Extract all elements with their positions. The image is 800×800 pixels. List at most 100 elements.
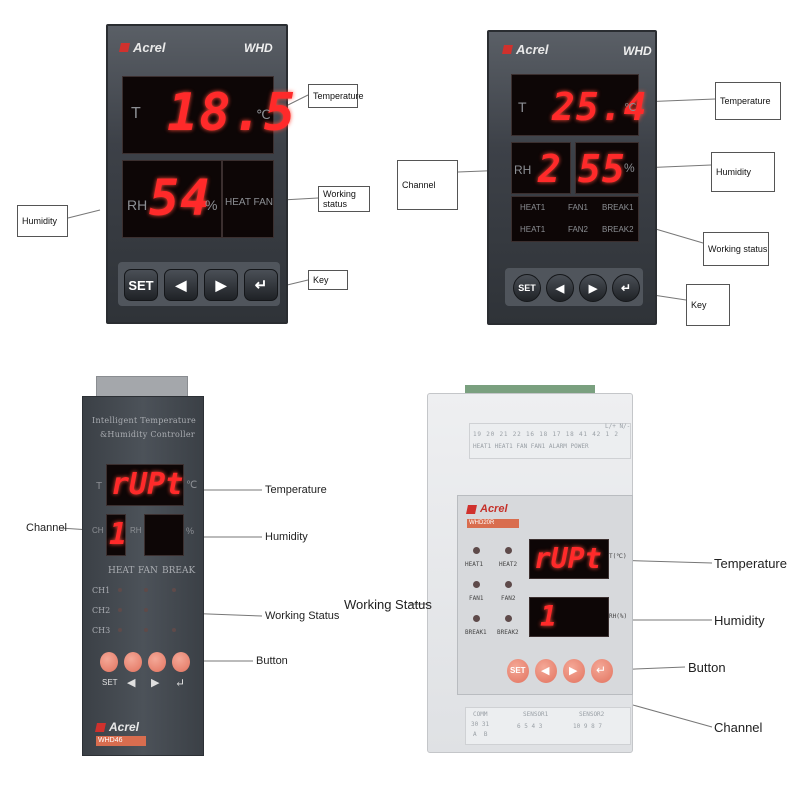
right-arrow-icon: ▶	[151, 676, 160, 689]
rh-unit: %	[205, 197, 218, 213]
model-tag: WHD20R	[467, 519, 519, 528]
enter-icon: ↵	[175, 676, 186, 690]
status-heat1: HEAT1	[520, 203, 546, 212]
label-button-4: Button	[688, 660, 726, 675]
channel-screen: 1	[106, 514, 129, 556]
enter-icon: ↵	[596, 663, 607, 677]
callout-temperature-2: Temperature	[715, 82, 781, 120]
right-arrow-button[interactable]	[148, 652, 166, 672]
right-arrow-button[interactable]	[563, 659, 585, 683]
humidity-screen: RH 54 %	[122, 160, 222, 238]
enter-key[interactable]: ↵	[612, 274, 640, 302]
humidity-value: 55	[578, 147, 626, 191]
comm-letters: A B	[473, 731, 488, 738]
channel-screen: 1	[529, 597, 609, 637]
temp-letter: T	[96, 481, 103, 492]
acrel-logo-icon	[95, 722, 106, 732]
temperature-value: 25.4	[552, 85, 648, 129]
label-temperature-3: Temperature	[265, 484, 327, 496]
temperature-value: 18.5	[167, 83, 297, 143]
enter-button[interactable]	[591, 659, 613, 683]
label-channel-3: Channel	[26, 522, 67, 534]
indicator-heat1	[473, 547, 480, 554]
controller-panel-3: Intelligent Temperature &Humidity Contro…	[82, 376, 204, 756]
status-header-fan: FAN	[138, 566, 158, 576]
label-button-3: Button	[256, 655, 288, 667]
left-arrow-button[interactable]	[535, 659, 557, 683]
indicator-led	[172, 588, 176, 592]
callout-humidity-1: Humidity	[17, 205, 68, 237]
callout-humidity-2: Humidity	[711, 152, 775, 192]
rh-unit: %	[624, 161, 635, 175]
indicator-led	[172, 628, 176, 632]
left-arrow-key[interactable]: ◀	[164, 269, 198, 301]
temp-letter: T	[518, 99, 527, 115]
temp-unit: ℃	[256, 107, 271, 122]
top-terminal-labels: HEAT1 HEAT1 FAN FAN1 ALARM POWER	[473, 443, 589, 450]
channel-value: 1	[109, 517, 129, 552]
row-ch3: CH3	[92, 626, 111, 635]
set-button[interactable]	[100, 652, 118, 672]
indicator-heat2	[505, 547, 512, 554]
channel-value: 1	[540, 600, 558, 633]
row-ch2: CH2	[92, 606, 111, 615]
left-arrow-button[interactable]	[124, 652, 142, 672]
humidity-screen	[144, 514, 184, 556]
callout-key-1: Key	[308, 270, 348, 290]
working-status-text: HEAT FAN	[225, 197, 273, 208]
temp-unit: T(℃)	[609, 553, 627, 560]
comm-label: COMM	[473, 711, 488, 718]
rh-letter: RH	[127, 197, 148, 213]
set-button[interactable]	[507, 659, 529, 683]
callout-channel-2: Channel	[397, 160, 458, 210]
status-break2: BREAK2	[602, 225, 634, 234]
left-arrow-key[interactable]: ◀	[546, 274, 574, 302]
enter-button[interactable]	[172, 652, 190, 672]
label-working-status-3: Working Status	[265, 610, 340, 622]
label-channel-4: Channel	[714, 720, 763, 735]
callout-working-status-1: Working status	[318, 186, 370, 212]
status-heat1-row2: HEAT1	[520, 225, 546, 234]
label-fan1: FAN1	[469, 595, 484, 602]
sensor1-nums: 6 5 4 3	[517, 723, 543, 730]
temperature-screen: rUPt	[529, 539, 609, 579]
indicator-led	[144, 628, 148, 632]
acrel-logo-icon	[466, 504, 477, 514]
channel-value: 2	[538, 147, 562, 191]
indicator-break1	[473, 615, 480, 622]
ch-letter: CH	[92, 526, 104, 535]
temp-unit: ℃	[624, 102, 637, 114]
indicator-led	[118, 628, 122, 632]
header-line1: Intelligent Temperature	[92, 416, 197, 425]
label-heat1: HEAT1	[465, 561, 484, 568]
right-arrow-key[interactable]: ▶	[204, 269, 238, 301]
bottom-terminals	[465, 707, 631, 745]
channel-screen: RH 2	[511, 142, 571, 194]
label-working-status-4: Working Status	[344, 597, 432, 612]
set-key[interactable]: SET	[513, 274, 541, 302]
indicator-led	[144, 588, 148, 592]
top-terminals	[469, 423, 631, 459]
label-fan2: FAN2	[501, 595, 516, 602]
temperature-value: rUPt	[534, 542, 602, 575]
enter-key[interactable]: ↵	[244, 269, 278, 301]
set-key[interactable]: SET	[124, 269, 158, 301]
right-arrow-key[interactable]: ▶	[579, 274, 607, 302]
status-fan1: FAN1	[568, 203, 589, 212]
top-rail	[465, 385, 595, 395]
label-break2: BREAK2	[497, 629, 519, 636]
brand-logo: Acrel	[119, 40, 166, 55]
brand-logo: Acrel	[95, 720, 139, 734]
top-terminal-numbers: 19 20 21 22 16 18 17 18 41 42 1 2	[473, 431, 619, 438]
status-fan2: FAN2	[568, 225, 589, 234]
panel-body	[82, 396, 204, 756]
sensor2-label: SENSOR2	[579, 711, 605, 718]
controller-panel-1: Acrel WHD T 18.5 ℃ RH 54 % HEAT FAN SET …	[106, 24, 295, 324]
temperature-screen: rUPt	[106, 464, 184, 506]
brand-logo: Acrel	[502, 42, 549, 57]
status-break1: BREAK1	[602, 203, 634, 212]
rh-unit: %	[186, 526, 195, 536]
model-label: WHD	[244, 41, 273, 55]
status-header-heat: HEAT	[108, 566, 135, 576]
label-humidity-3: Humidity	[265, 531, 308, 543]
